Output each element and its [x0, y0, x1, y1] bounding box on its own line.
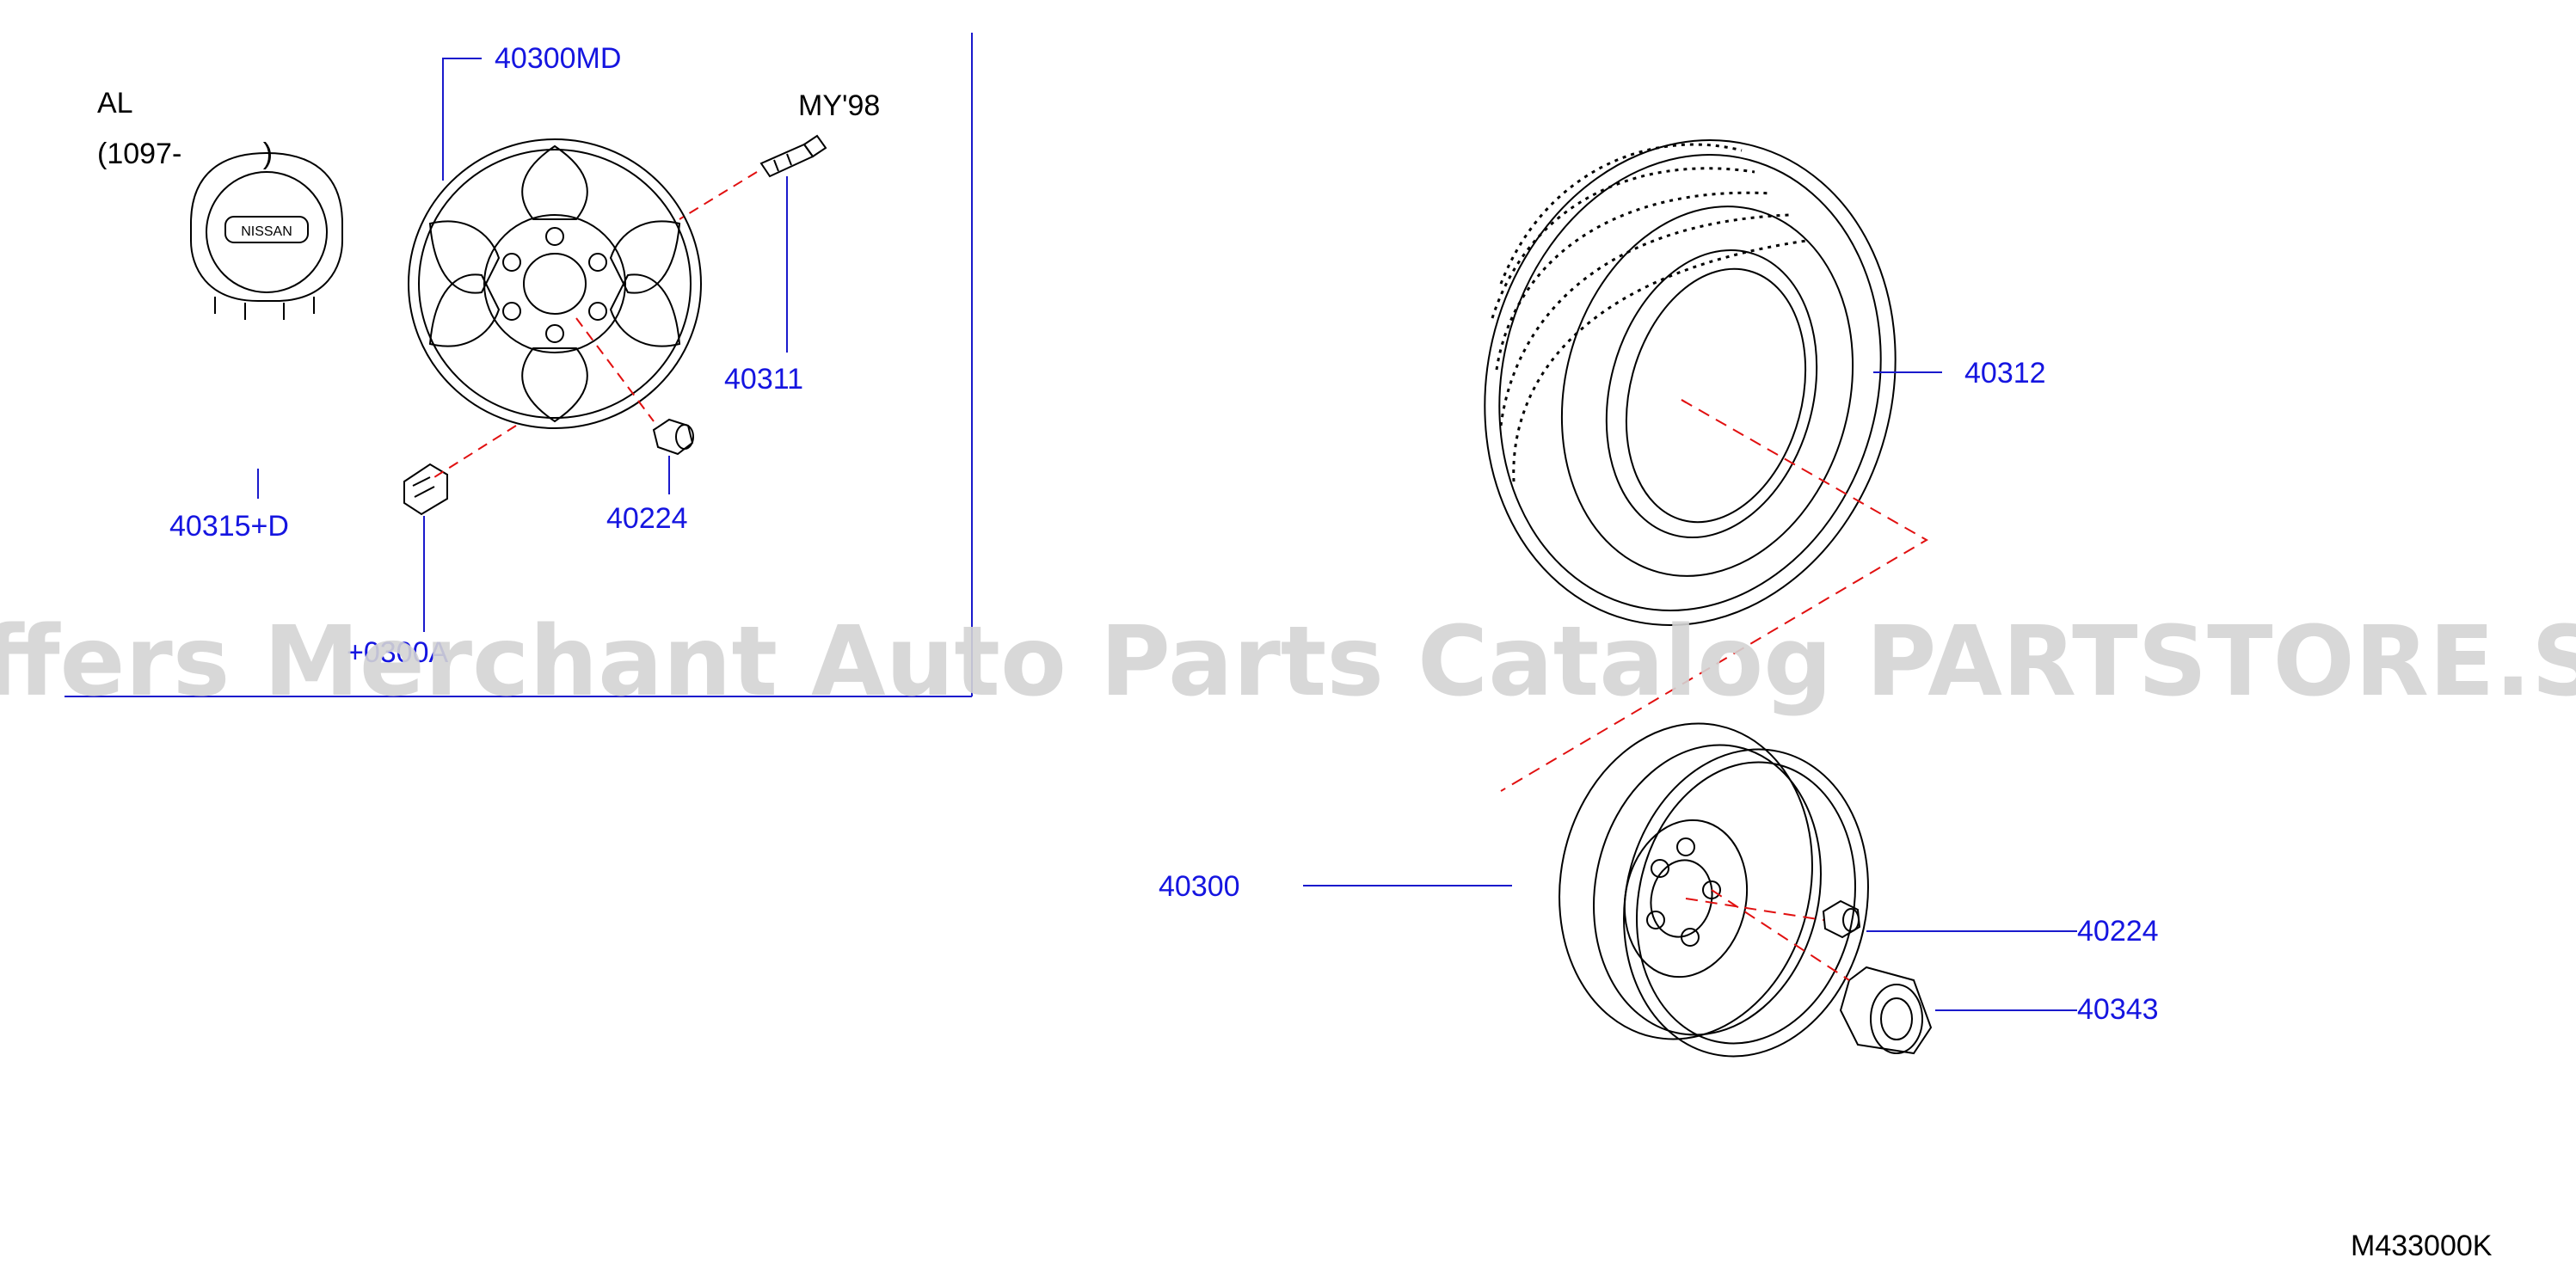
valve-stem-drawing [759, 134, 827, 178]
model-year: MY'98 [798, 89, 880, 122]
callout-40300[interactable]: 40300 [1159, 870, 1240, 903]
date-range: (1097- ) [97, 138, 273, 170]
callout-40311[interactable]: 40311 [724, 363, 803, 396]
diagram-code: M433000K [2351, 1230, 2493, 1262]
aluminum-wheel-drawing [408, 138, 702, 429]
nissan-logo-text: NISSAN [241, 224, 292, 239]
ornament-cap-drawing [190, 151, 343, 320]
inset-leader-lines [257, 58, 788, 632]
variant-code: AL [97, 87, 133, 120]
balance-weight-drawing [403, 463, 448, 516]
callout-inset-40224[interactable]: 40224 [606, 502, 688, 535]
inset-frame [65, 33, 973, 697]
callout-40312[interactable]: 40312 [1964, 357, 2046, 390]
center-cap-drawing [1839, 966, 1933, 1055]
tire-drawing [1484, 139, 1897, 626]
main-leader-lines [1303, 371, 2077, 1011]
watermark-text: Offers Merchant Auto Parts Catalog PARTS… [0, 606, 2576, 718]
callout-40343[interactable]: 40343 [2077, 993, 2159, 1026]
callout-40224[interactable]: 40224 [2077, 915, 2159, 948]
callout-40300MD[interactable]: 40300MD [495, 42, 621, 75]
inset-dashed-lines [433, 171, 758, 478]
steel-wheel-drawing [1559, 722, 1869, 1058]
nut-drawing [1822, 899, 1861, 939]
callout-40300A[interactable]: +0300A [347, 636, 448, 669]
callout-40315D[interactable]: 40315+D [169, 510, 289, 543]
inset-nut-drawing [652, 418, 694, 456]
main-dashed-lines [1500, 399, 1928, 981]
